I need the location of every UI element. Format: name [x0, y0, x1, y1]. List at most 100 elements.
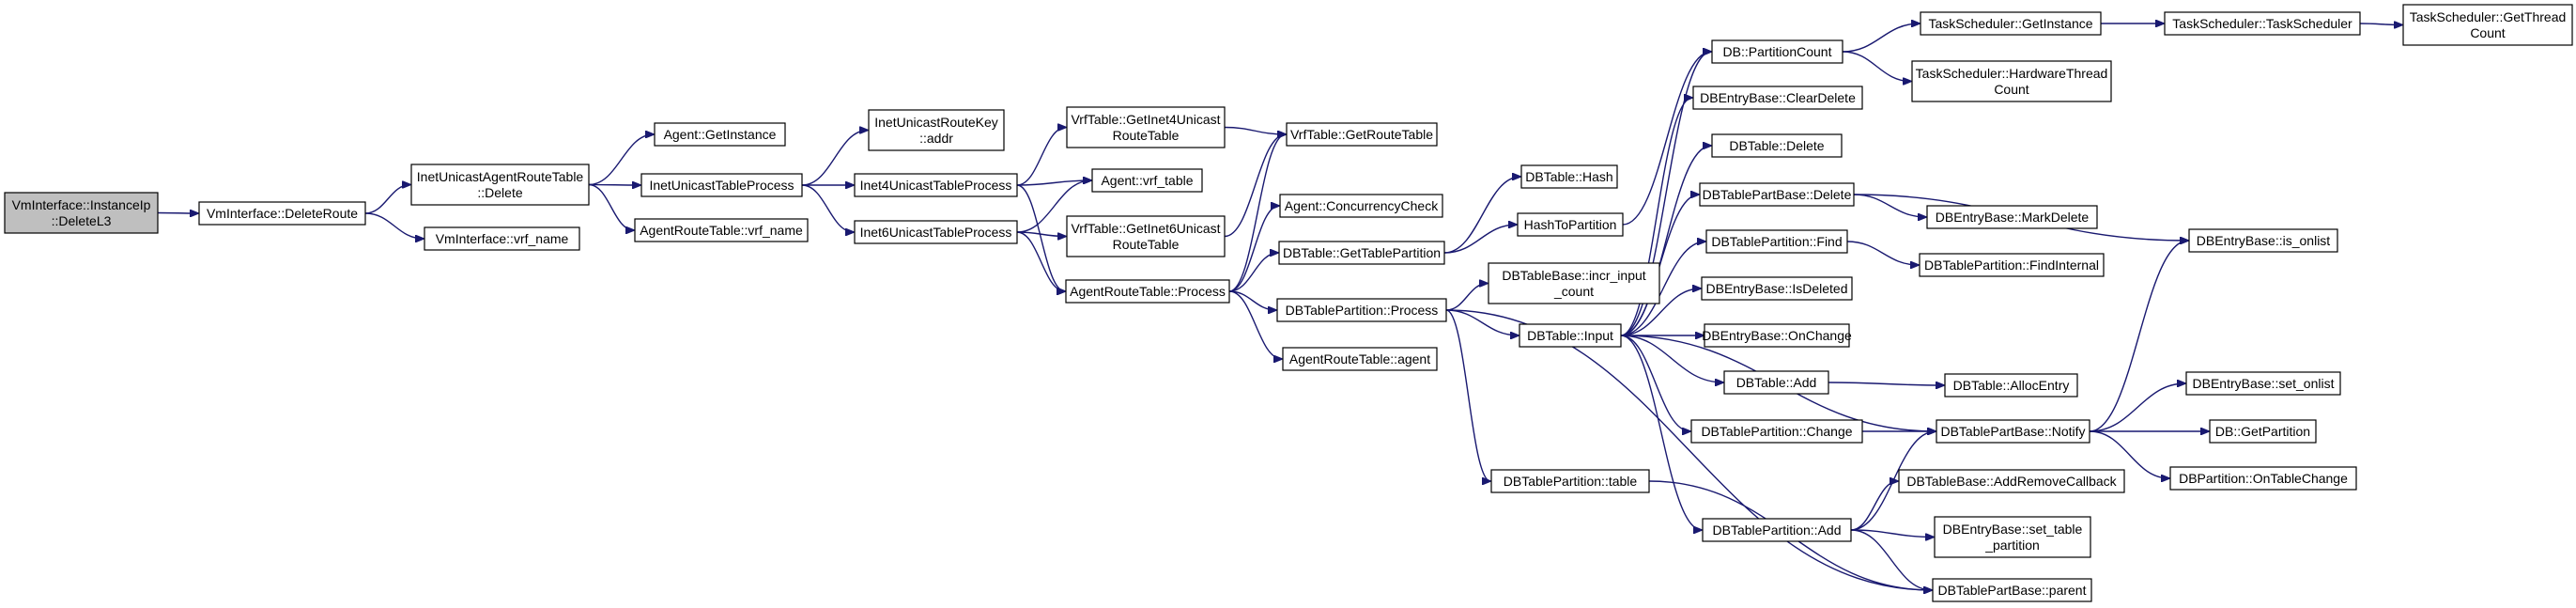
- node-dbtable-add[interactable]: DBTable::Add: [1723, 370, 1829, 395]
- node-box: [1519, 323, 1622, 348]
- node-box: [868, 109, 1005, 151]
- node-label: VrfTable::GetRouteTable: [1290, 127, 1433, 142]
- node-hashtopartition[interactable]: HashToPartition: [1517, 212, 1624, 237]
- node-agentroutetable-agent[interactable]: AgentRouteTable::agent: [1282, 347, 1438, 371]
- node-label: VmInterface::vrf_name: [436, 231, 569, 246]
- node-box: [1705, 229, 1848, 254]
- node-agent-concurrencycheck[interactable]: Agent::ConcurrencyCheck: [1279, 194, 1443, 218]
- node-dbtable-delete[interactable]: DBTable::Delete: [1711, 133, 1843, 158]
- node-dbtablepartition-process[interactable]: DBTablePartition::Process: [1276, 298, 1447, 322]
- node-label: VmInterface::DeleteRoute: [207, 206, 358, 221]
- edge-n9-n12: [1016, 231, 1066, 237]
- node-box: [1278, 241, 1445, 265]
- node-dbtablepartition-find[interactable]: DBTablePartition::Find: [1705, 229, 1848, 254]
- edge-n41-n46: [2089, 383, 2185, 432]
- edge-n36-n37: [2359, 23, 2402, 25]
- edge-n2-n4: [588, 134, 654, 186]
- node-label: Agent::vrf_table: [1101, 173, 1193, 188]
- node-dbpartition-ontablechange[interactable]: DBPartition::OnTableChange: [2169, 466, 2357, 491]
- node-label: DBTablePartBase::parent: [1938, 583, 2087, 598]
- node-dbentrybase-is-onlist[interactable]: DBEntryBase::is_onlist: [2188, 228, 2338, 253]
- node-taskscheduler-taskscheduler[interactable]: TaskScheduler::TaskScheduler: [2164, 11, 2361, 36]
- edge-n33-n42: [1850, 481, 1898, 531]
- node-label: DBTable::Add: [1736, 375, 1817, 390]
- node-label: DBEntryBase::set_table: [1943, 522, 2083, 537]
- node-vminterface-instanceip-deletel3[interactable]: VmInterface::InstanceIp::DeleteL3: [4, 192, 159, 234]
- node-vrftable-getroutetable[interactable]: VrfTable::GetRouteTable: [1286, 122, 1438, 147]
- node-dbtable-hash[interactable]: DBTable::Hash: [1520, 164, 1618, 189]
- node-inetunicasttableprocess[interactable]: InetUnicastTableProcess: [640, 173, 803, 197]
- edge-n13-n14: [1228, 134, 1286, 292]
- node-label: ::DeleteL3: [52, 213, 112, 228]
- node-dbtablepartition-change[interactable]: DBTablePartition::Change: [1690, 419, 1863, 444]
- node-dbtablepartition-table[interactable]: DBTablePartition::table: [1490, 469, 1650, 493]
- node-label: TaskScheduler::GetThread: [2410, 9, 2567, 24]
- node-db-getpartition[interactable]: DB::GetPartition: [2209, 419, 2317, 444]
- node-box: [854, 220, 1018, 244]
- node-dbtablebase-incr-input-count[interactable]: DBTableBase::incr_input_count: [1488, 262, 1660, 304]
- node-agentroutetable-vrf-name[interactable]: AgentRouteTable::vrf_name: [634, 218, 809, 242]
- node-label: DBTablePartition::Process: [1286, 303, 1439, 318]
- edge-n8-n11: [1016, 180, 1091, 186]
- node-dbtable-gettablepartition[interactable]: DBTable::GetTablePartition: [1278, 241, 1445, 265]
- node-box: [1066, 106, 1226, 148]
- node-dbtable-input[interactable]: DBTable::Input: [1519, 323, 1622, 348]
- node-box: [1723, 370, 1829, 395]
- node-inetunicastagentroutetable-delete[interactable]: InetUnicastAgentRouteTable::Delete: [410, 164, 590, 206]
- node-dbtablebase-addremovecallback[interactable]: DBTableBase::AddRemoveCallback: [1898, 469, 2125, 493]
- edge-n13-n18: [1228, 290, 1282, 359]
- edge-n13-n15: [1228, 206, 1279, 292]
- node-vminterface-deleteroute[interactable]: VmInterface::DeleteRoute: [198, 201, 366, 226]
- node-vminterface-vrf-name[interactable]: VmInterface::vrf_name: [424, 226, 580, 251]
- edge-n33-n44: [1850, 529, 1932, 590]
- node-dbentrybase-markdelete[interactable]: DBEntryBase::MarkDelete: [1926, 205, 2098, 229]
- node-label: RouteTable: [1113, 237, 1180, 252]
- node-inet4unicasttableprocess[interactable]: Inet4UnicastTableProcess: [854, 173, 1018, 197]
- node-box: [2185, 371, 2341, 396]
- edge-n1-n2: [364, 185, 410, 214]
- node-dbtablepartbase-parent[interactable]: DBTablePartBase::parent: [1932, 578, 2092, 602]
- node-taskscheduler-getinstance[interactable]: TaskScheduler::GetInstance: [1920, 11, 2102, 36]
- node-db-partitioncount[interactable]: DB::PartitionCount: [1711, 39, 1843, 64]
- edge-n5-n7: [801, 131, 868, 186]
- node-label: Agent::GetInstance: [664, 127, 777, 142]
- node-label: DBTable::GetTablePartition: [1283, 245, 1441, 260]
- edge-n41-n48: [2089, 430, 2169, 478]
- node-box: [1488, 262, 1660, 304]
- node-agentroutetable-process[interactable]: AgentRouteTable::Process: [1065, 279, 1230, 304]
- edge-n41-n45: [2089, 241, 2188, 432]
- node-box: [1934, 516, 2091, 558]
- node-dbentrybase-onchange[interactable]: DBEntryBase::OnChange: [1702, 323, 1852, 348]
- node-dbentrybase-isdeleted[interactable]: DBEntryBase::IsDeleted: [1701, 276, 1853, 301]
- node-dbtablepartition-findinternal[interactable]: DBTablePartition::FindInternal: [1919, 253, 2105, 277]
- edge-n22-n28: [1620, 242, 1705, 336]
- node-dbtable-allocentry[interactable]: DBTable::AllocEntry: [1944, 373, 2078, 398]
- node-agent-vrf-table[interactable]: Agent::vrf_table: [1091, 168, 1203, 193]
- edge-n8-n13: [1016, 184, 1065, 291]
- node-agent-getinstance[interactable]: Agent::GetInstance: [654, 122, 786, 147]
- node-inet6unicasttableprocess[interactable]: Inet6UnicastTableProcess: [854, 220, 1018, 244]
- node-label: VrfTable::GetInet4Unicast: [1071, 112, 1220, 127]
- node-label: Count: [1994, 82, 2028, 97]
- node-box: [1911, 60, 2112, 102]
- node-label: Inet4UnicastTableProcess: [860, 178, 1012, 193]
- node-label: DBTableBase::AddRemoveCallback: [1906, 474, 2117, 489]
- edge-n28-n39: [1846, 241, 1919, 265]
- node-dbentrybase-set-table-partition[interactable]: DBEntryBase::set_table_partition: [1934, 516, 2091, 558]
- edge-n31-n40: [1828, 382, 1944, 385]
- node-dbentrybase-cleardelete[interactable]: DBEntryBase::ClearDelete: [1692, 86, 1863, 110]
- node-label: _count: [1553, 284, 1594, 299]
- node-box: [1690, 419, 1863, 444]
- edge-n20-n24: [1622, 52, 1711, 226]
- node-label: DBTablePartition::FindInternal: [1924, 257, 2099, 273]
- node-dbtablepartition-add[interactable]: DBTablePartition::Add: [1702, 518, 1852, 542]
- node-box: [1944, 373, 2078, 398]
- node-dbtablepartbase-delete[interactable]: DBTablePartBase::Delete: [1699, 182, 1855, 207]
- node-inetunicastroutekey-addr[interactable]: InetUnicastRouteKey::addr: [868, 109, 1005, 151]
- node-dbentrybase-set-onlist[interactable]: DBEntryBase::set_onlist: [2185, 371, 2341, 396]
- node-dbtablepartbase-notify[interactable]: DBTablePartBase::Notify: [1936, 419, 2090, 444]
